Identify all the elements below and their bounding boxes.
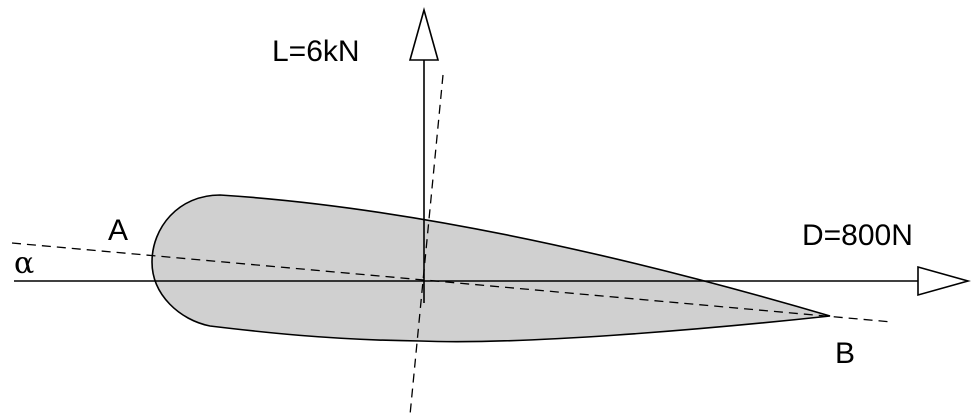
airfoil-shape	[151, 194, 831, 343]
lift-label: L=6kN	[272, 35, 360, 68]
drag-arrowhead	[917, 265, 971, 297]
point-a-label: A	[108, 214, 128, 247]
point-b-label: B	[835, 337, 855, 370]
angle-alpha-label: α	[14, 246, 34, 281]
chord-normal-line	[409, 74, 444, 416]
lift-arrowhead	[408, 7, 440, 61]
drag-label: D=800N	[802, 219, 913, 252]
chord-line	[11, 242, 893, 323]
